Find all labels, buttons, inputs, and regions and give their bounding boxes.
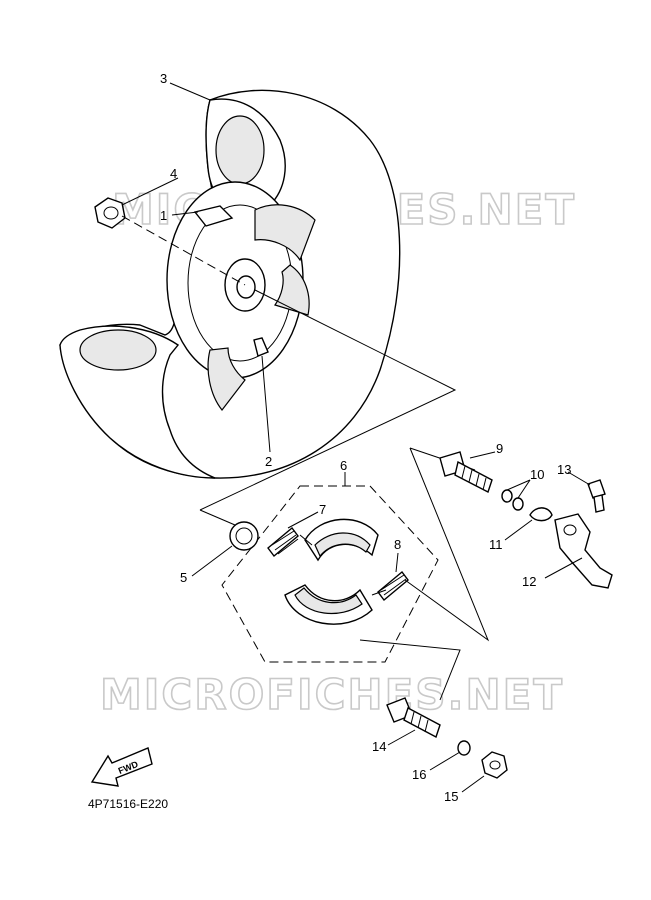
- callout-5: 5: [180, 570, 187, 585]
- brake-shoe-assembly: [267, 518, 409, 625]
- leader-lines: [121, 82, 591, 793]
- tire-valve-cap: [193, 205, 234, 227]
- callout-13: 13: [557, 462, 571, 477]
- wear-indicator: [529, 507, 553, 522]
- brake-spring-left: [267, 526, 299, 558]
- callout-1: 1: [160, 208, 167, 223]
- callout-8: 8: [394, 537, 401, 552]
- callout-7: 7: [319, 502, 326, 517]
- brake-camshaft-lever: [554, 513, 613, 589]
- lever-bolt-head: [587, 479, 606, 499]
- spoke-1: [254, 204, 316, 262]
- callout-16: 16: [412, 767, 426, 782]
- spoke-2: [274, 264, 310, 316]
- callout-14: 14: [372, 739, 386, 754]
- callout-2: 2: [265, 454, 272, 469]
- callout-12: 12: [522, 574, 536, 589]
- guide-line-cam: [404, 447, 490, 642]
- spoke-3: [207, 347, 246, 411]
- callout-6: 6: [340, 458, 347, 473]
- valve-stem: [253, 337, 269, 357]
- callout-numbers: 3 4 1 2 6 5 7 8 9 10 13 11 12 14 16 15: [160, 71, 571, 804]
- callout-9: 9: [496, 441, 503, 456]
- callout-15: 15: [444, 789, 458, 804]
- callout-4: 4: [170, 166, 177, 181]
- shaft-o-ring: [457, 740, 471, 756]
- guide-line-hub: [199, 289, 457, 511]
- forward-direction-arrow: FWD: [90, 747, 153, 787]
- callout-11: 11: [489, 537, 503, 552]
- watermark-bottom: MICROFICHES.NET: [100, 670, 564, 719]
- callout-10: 10: [530, 467, 544, 482]
- brake-shoe-set-boundary: [221, 485, 439, 663]
- rear-shaft: [386, 697, 441, 739]
- oil-seal: [229, 521, 259, 551]
- shaft-nut: [481, 751, 508, 779]
- tire-bead-front: [79, 329, 157, 371]
- callout-3: 3: [160, 71, 167, 86]
- hub-bore: [236, 275, 256, 299]
- fwd-arrow-icon: [90, 747, 153, 787]
- lever-bolt-shank: [593, 494, 605, 513]
- o-ring-b: [512, 497, 524, 511]
- o-ring-a: [501, 489, 513, 503]
- diagram-reference-code: 4P71516-E220: [88, 797, 168, 811]
- brake-spring-right: [377, 570, 409, 602]
- axle-centerline: [121, 215, 246, 286]
- brake-camshaft: [439, 451, 493, 493]
- tire-bead-top: [215, 115, 265, 185]
- wheel-assembly: [59, 89, 401, 479]
